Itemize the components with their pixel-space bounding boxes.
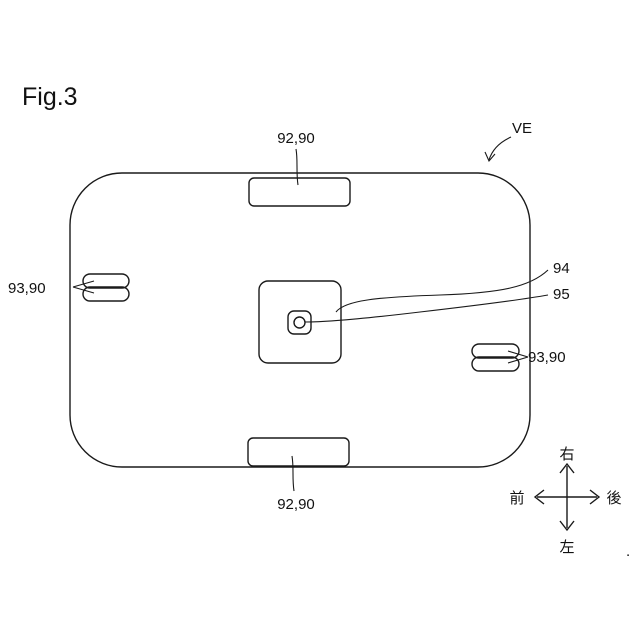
center-hole-label: 95	[553, 286, 570, 303]
direction-down-label: 左	[559, 538, 574, 556]
right-side-pad-label: 93,90	[528, 349, 566, 366]
body-outline	[70, 173, 530, 467]
top-pad-label: 92,90	[277, 130, 315, 147]
direction-up-label: 右	[559, 445, 574, 463]
center-hole-inner	[294, 317, 305, 328]
direction-right-label: 後	[606, 489, 621, 507]
center-plate-label: 94	[553, 260, 570, 277]
right-side-pad	[472, 344, 519, 371]
left-side-pad-label: 93,90	[8, 280, 46, 297]
stray-mark: .	[626, 543, 630, 560]
figure-title: Fig.3	[22, 83, 78, 111]
center-plate-leader	[336, 270, 548, 312]
bottom-pad-label: 92,90	[277, 496, 315, 513]
center-plate	[259, 281, 341, 363]
bottom-pad-leader	[292, 456, 294, 491]
body-ref-label: VE	[512, 120, 532, 137]
direction-indicator	[535, 464, 599, 530]
bottom-pad	[248, 438, 349, 466]
top-pad	[249, 178, 350, 206]
direction-left-label: 前	[509, 489, 524, 507]
left-side-pad	[83, 274, 129, 301]
top-pad-leader	[296, 149, 298, 185]
